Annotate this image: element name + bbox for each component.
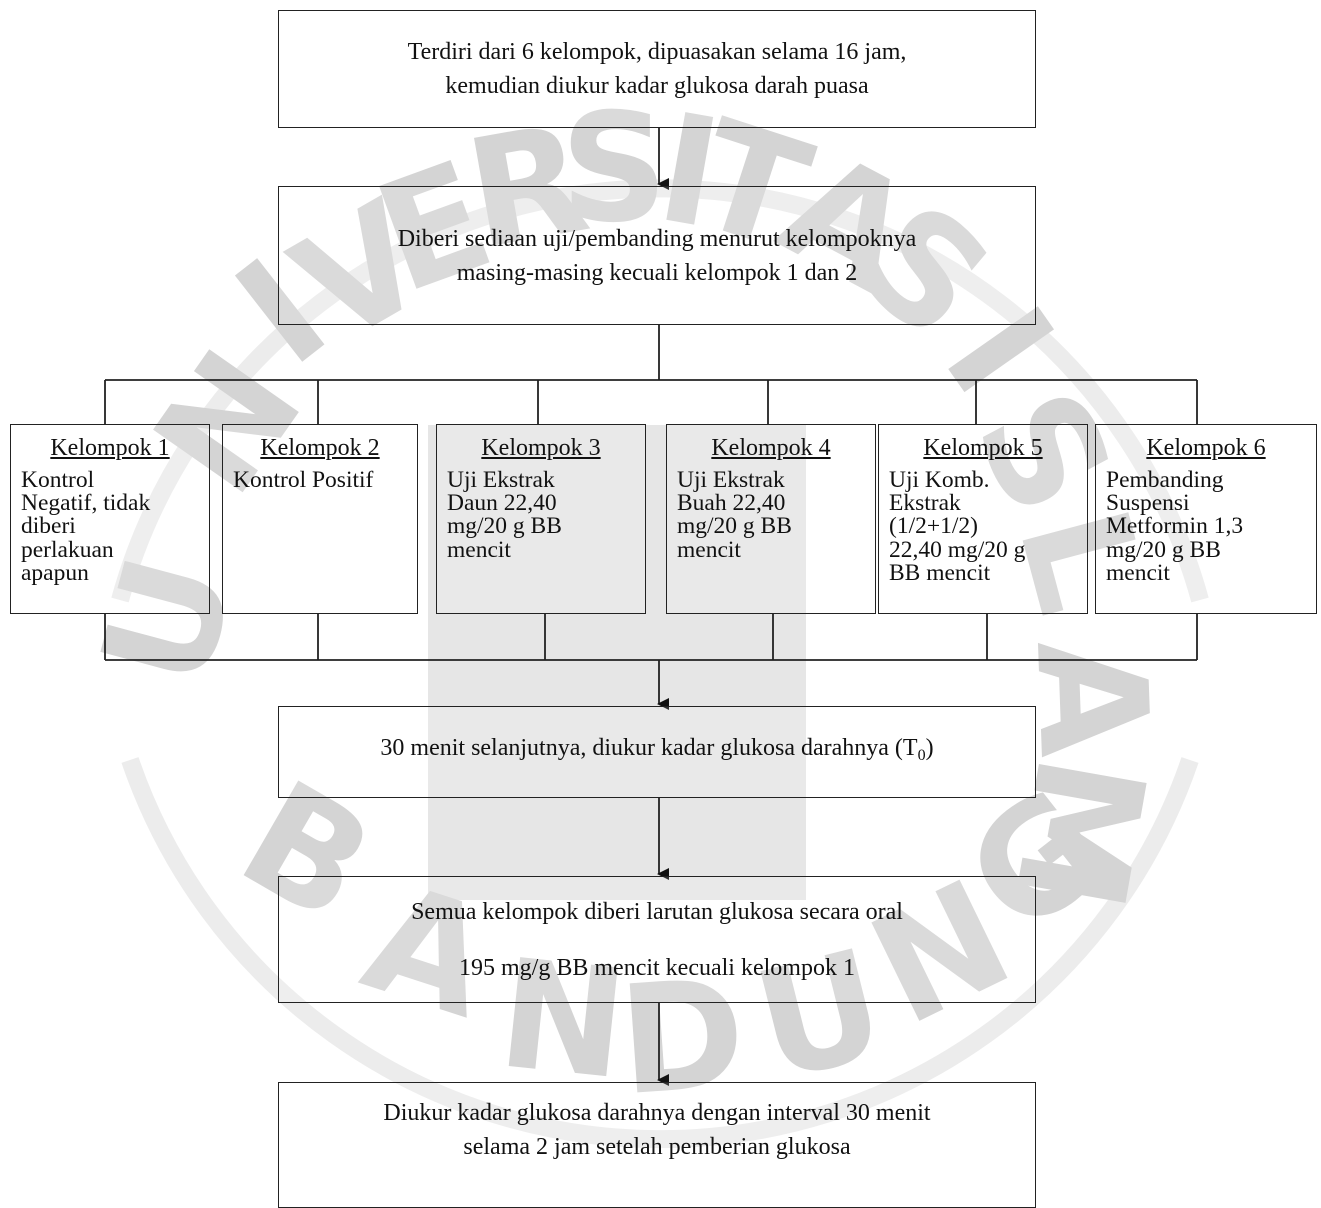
group-box-2: Kelompok 2 Kontrol Positif (222, 424, 418, 614)
group-5-line: 22,40 mg/20 g (889, 536, 1026, 563)
step-interval-measure-box: Diukur kadar glukosa darahnya dengan int… (278, 1082, 1036, 1208)
group-box-1: Kelompok 1 Kontrol Negatif, tidak diberi… (10, 424, 210, 614)
group-5-line: Uji Komb. (889, 467, 990, 493)
group-5-line: (1/2+1/2) (889, 513, 978, 540)
group-6-title: Kelompok 6 (1146, 435, 1266, 461)
group-5-line: Ekstrak (889, 490, 961, 517)
step-t0-measure-box: 30 menit selanjutnya, diukur kadar gluko… (278, 706, 1036, 798)
group-4-title: Kelompok 4 (711, 435, 831, 461)
step-glucose-load-box: Semua kelompok diberi larutan glukosa se… (278, 876, 1036, 1003)
step5-line-1: Diukur kadar glukosa darahnya dengan int… (383, 1100, 931, 1126)
step4-line-1: Semua kelompok diberi larutan glukosa se… (411, 898, 903, 925)
group-box-6: Kelompok 6 Pembanding Suspensi Metformin… (1095, 424, 1317, 614)
watermark-letter: M (980, 744, 1177, 921)
group-1-line: perlakuan (21, 536, 114, 563)
group-4-line: mencit (677, 536, 741, 563)
group-1-line: diberi (21, 513, 76, 540)
group-5-title: Kelompok 5 (923, 435, 1043, 461)
group-3-line: Uji Ekstrak (447, 467, 555, 493)
step-treatment-box: Diberi sediaan uji/pembanding menurut ke… (278, 186, 1036, 325)
group-4-line: Buah 22,40 (677, 490, 786, 517)
step1-line-1: Terdiri dari 6 kelompok, dipuasakan sela… (407, 39, 907, 65)
group-5-line: BB mencit (889, 559, 991, 586)
group-6-line: mencit (1106, 559, 1170, 586)
watermark-letter: S (560, 82, 668, 256)
watermark-center-block (428, 425, 806, 900)
step1-line-2: kemudian diukur kadar glukosa darah puas… (445, 73, 869, 99)
group-6-line: Metformin 1,3 (1106, 513, 1244, 540)
step4-line-2: 195 mg/g BB mencit kecuali kelompok 1 (459, 954, 855, 981)
group-1-line: apapun (21, 559, 89, 586)
group-3-line: Daun 22,40 (447, 490, 557, 517)
step5-line-2: selama 2 jam setelah pemberian glukosa (463, 1134, 851, 1160)
group-2-line: Kontrol Positif (233, 467, 374, 493)
group-box-4: Kelompok 4 Uji Ekstrak Buah 22,40 mg/20 … (666, 424, 876, 614)
group-6-line: Suspensi (1106, 490, 1190, 517)
group-6-line: mg/20 g BB (1106, 536, 1221, 563)
step-fasting-box: Terdiri dari 6 kelompok, dipuasakan sela… (278, 10, 1036, 128)
group-3-line: mg/20 g BB (447, 513, 562, 540)
group-1-title: Kelompok 1 (50, 435, 170, 461)
step2-line-2: masing-masing kecuali kelompok 1 dan 2 (456, 259, 858, 286)
group-3-line: mencit (447, 536, 511, 563)
group-4-line: mg/20 g BB (677, 513, 792, 540)
step3-close: ) (925, 735, 934, 761)
group-1-line: Kontrol (21, 467, 95, 493)
group-3-title: Kelompok 3 (481, 435, 601, 461)
step2-line-1: Diberi sediaan uji/pembanding menurut ke… (397, 225, 917, 252)
group-1-line: Negatif, tidak (21, 490, 151, 517)
watermark-lower-arc (121, 757, 1199, 1149)
watermark-letter: A (1002, 637, 1180, 759)
group-4-line: Uji Ekstrak (677, 467, 785, 493)
step3-subscript: 0 (917, 747, 926, 764)
watermark-letter: D (614, 947, 750, 1129)
group-2-title: Kelompok 2 (260, 435, 380, 461)
group-box-3: Kelompok 3 Uji Ekstrak Daun 22,40 mg/20 … (436, 424, 646, 614)
step3-text: 30 menit selanjutnya, diukur kadar gluko… (380, 735, 918, 761)
group-6-line: Pembanding (1106, 467, 1224, 493)
step3-line: 30 menit selanjutnya, diukur kadar gluko… (380, 731, 933, 773)
group-box-5: Kelompok 5 Uji Komb. Ekstrak (1/2+1/2) 2… (878, 424, 1088, 614)
